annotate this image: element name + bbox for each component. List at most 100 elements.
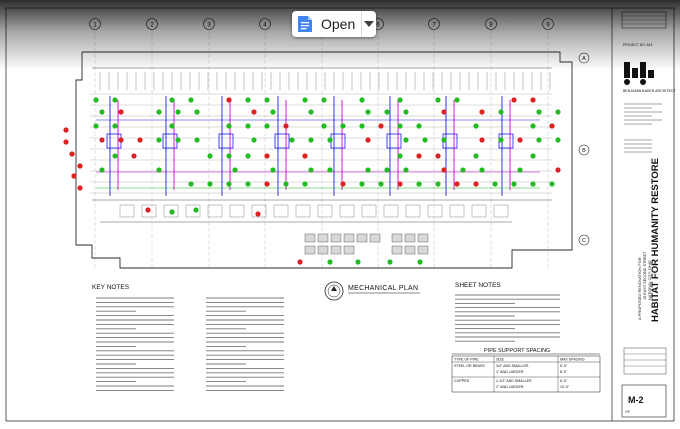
fixture-green [460, 167, 466, 173]
fixture-green [308, 137, 314, 143]
fixture-green [403, 137, 409, 143]
interior-line [229, 204, 245, 218]
fixture-green [549, 181, 555, 187]
open-with-button[interactable]: Open [292, 11, 376, 37]
sheet-notes: SHEET NOTES [455, 282, 560, 342]
pipe-table-cell: 6'-0" [560, 379, 568, 383]
interior-line [427, 204, 443, 218]
fixture-green [530, 123, 536, 129]
fixture-green [365, 109, 371, 115]
fixture-green [112, 123, 118, 129]
sheet-number: M-2 [628, 395, 644, 405]
grid-bubble [578, 234, 590, 246]
fixture-green [194, 109, 200, 115]
fixture-green [327, 167, 333, 173]
fixture-green [454, 97, 460, 103]
fixture-green [327, 137, 333, 143]
fixture-green [473, 123, 479, 129]
fixture-red [340, 181, 346, 187]
fixture-green [384, 109, 390, 115]
fixture-green [397, 97, 403, 103]
fixture-green [245, 181, 251, 187]
interior-line [339, 204, 355, 218]
fixture-green [251, 137, 257, 143]
grid-bubble-label: B [582, 148, 586, 154]
pipe-table-cell: 5'-0" [560, 364, 568, 368]
fixture-green [359, 97, 365, 103]
fixture-red [549, 123, 555, 129]
fixture-red [77, 185, 83, 191]
sheet-notes-title: SHEET NOTES [455, 282, 501, 289]
fixture [327, 259, 333, 265]
fixture-red [302, 153, 308, 159]
pipe-table-cell: 3/4" AND SMALLER [496, 364, 529, 368]
fixture-green [416, 123, 422, 129]
fixture-red [378, 123, 384, 129]
fixture-green [498, 137, 504, 143]
fixture-green [112, 97, 118, 103]
open-dropdown-button[interactable] [362, 11, 376, 37]
fixture-red [118, 109, 124, 115]
equipment-blocks [304, 233, 429, 255]
pipe-table-cell: 8'-0" [560, 370, 568, 374]
fixture-red [435, 153, 441, 159]
ductwork [96, 96, 540, 196]
fixture-green [308, 167, 314, 173]
fixture-green [112, 153, 118, 159]
interior-line [383, 204, 399, 218]
pipe-table-title: PIPE SUPPORT SPACING [484, 348, 550, 354]
interior-line [163, 204, 179, 218]
open-main-button[interactable]: Open [292, 11, 355, 37]
open-divider [361, 11, 362, 37]
fixture-green [530, 181, 536, 187]
fixture-green [226, 181, 232, 187]
fixture-green [530, 153, 536, 159]
pipe-support-table: PIPE SUPPORT SPACING TYPE OF PIPE SIZE M… [451, 348, 601, 393]
docs-icon [298, 16, 312, 32]
key-notes: KEY NOTES [92, 284, 284, 391]
fixtures [63, 97, 561, 265]
fixture-green [473, 153, 479, 159]
fixture-green [156, 109, 162, 115]
sheet-of: OF [625, 410, 630, 414]
fixture-red [397, 181, 403, 187]
pipe-table-cell: 2" AND LARGER [496, 385, 524, 389]
fixture-green [321, 123, 327, 129]
fixture-red [441, 109, 447, 115]
fixture [387, 259, 393, 265]
interior-line [317, 204, 333, 218]
pipe-table-header-type: TYPE OF PIPE [454, 358, 479, 362]
chevron-down-icon [363, 21, 374, 27]
duct-unit [218, 133, 234, 149]
pipe-table-cell: 1-1/2" AND SMALLER [496, 379, 532, 383]
fixture-green [359, 181, 365, 187]
fixture-green [536, 109, 542, 115]
fixture-green [302, 181, 308, 187]
fixture-green [422, 137, 428, 143]
fixture-green [365, 167, 371, 173]
fixture-green [264, 97, 270, 103]
interior-line [185, 204, 201, 218]
fixture-green [194, 137, 200, 143]
fixture-red [118, 137, 124, 143]
fixture-red [251, 109, 257, 115]
fixture-green [403, 109, 409, 115]
fixture-green [321, 97, 327, 103]
firm-name: BENJAMIN BAKER ARCHITECT [623, 89, 677, 93]
fixture-green [93, 97, 99, 103]
fixture-green [245, 97, 251, 103]
proposal-line: A PROPOSED RENOVATION FOR [637, 257, 642, 320]
fixture-green [289, 137, 295, 143]
fixture-green [536, 137, 542, 143]
fixture-green [264, 123, 270, 129]
fixture [193, 207, 199, 213]
interior-line [251, 204, 267, 218]
fixture-red [131, 153, 137, 159]
open-label: Open [321, 16, 356, 32]
plan-title-block: MECHANICAL PLAN [324, 281, 420, 301]
fixture-green [270, 167, 276, 173]
fixture-red [63, 139, 69, 145]
plan-title: MECHANICAL PLAN [348, 285, 418, 292]
interior-linework [90, 72, 552, 218]
